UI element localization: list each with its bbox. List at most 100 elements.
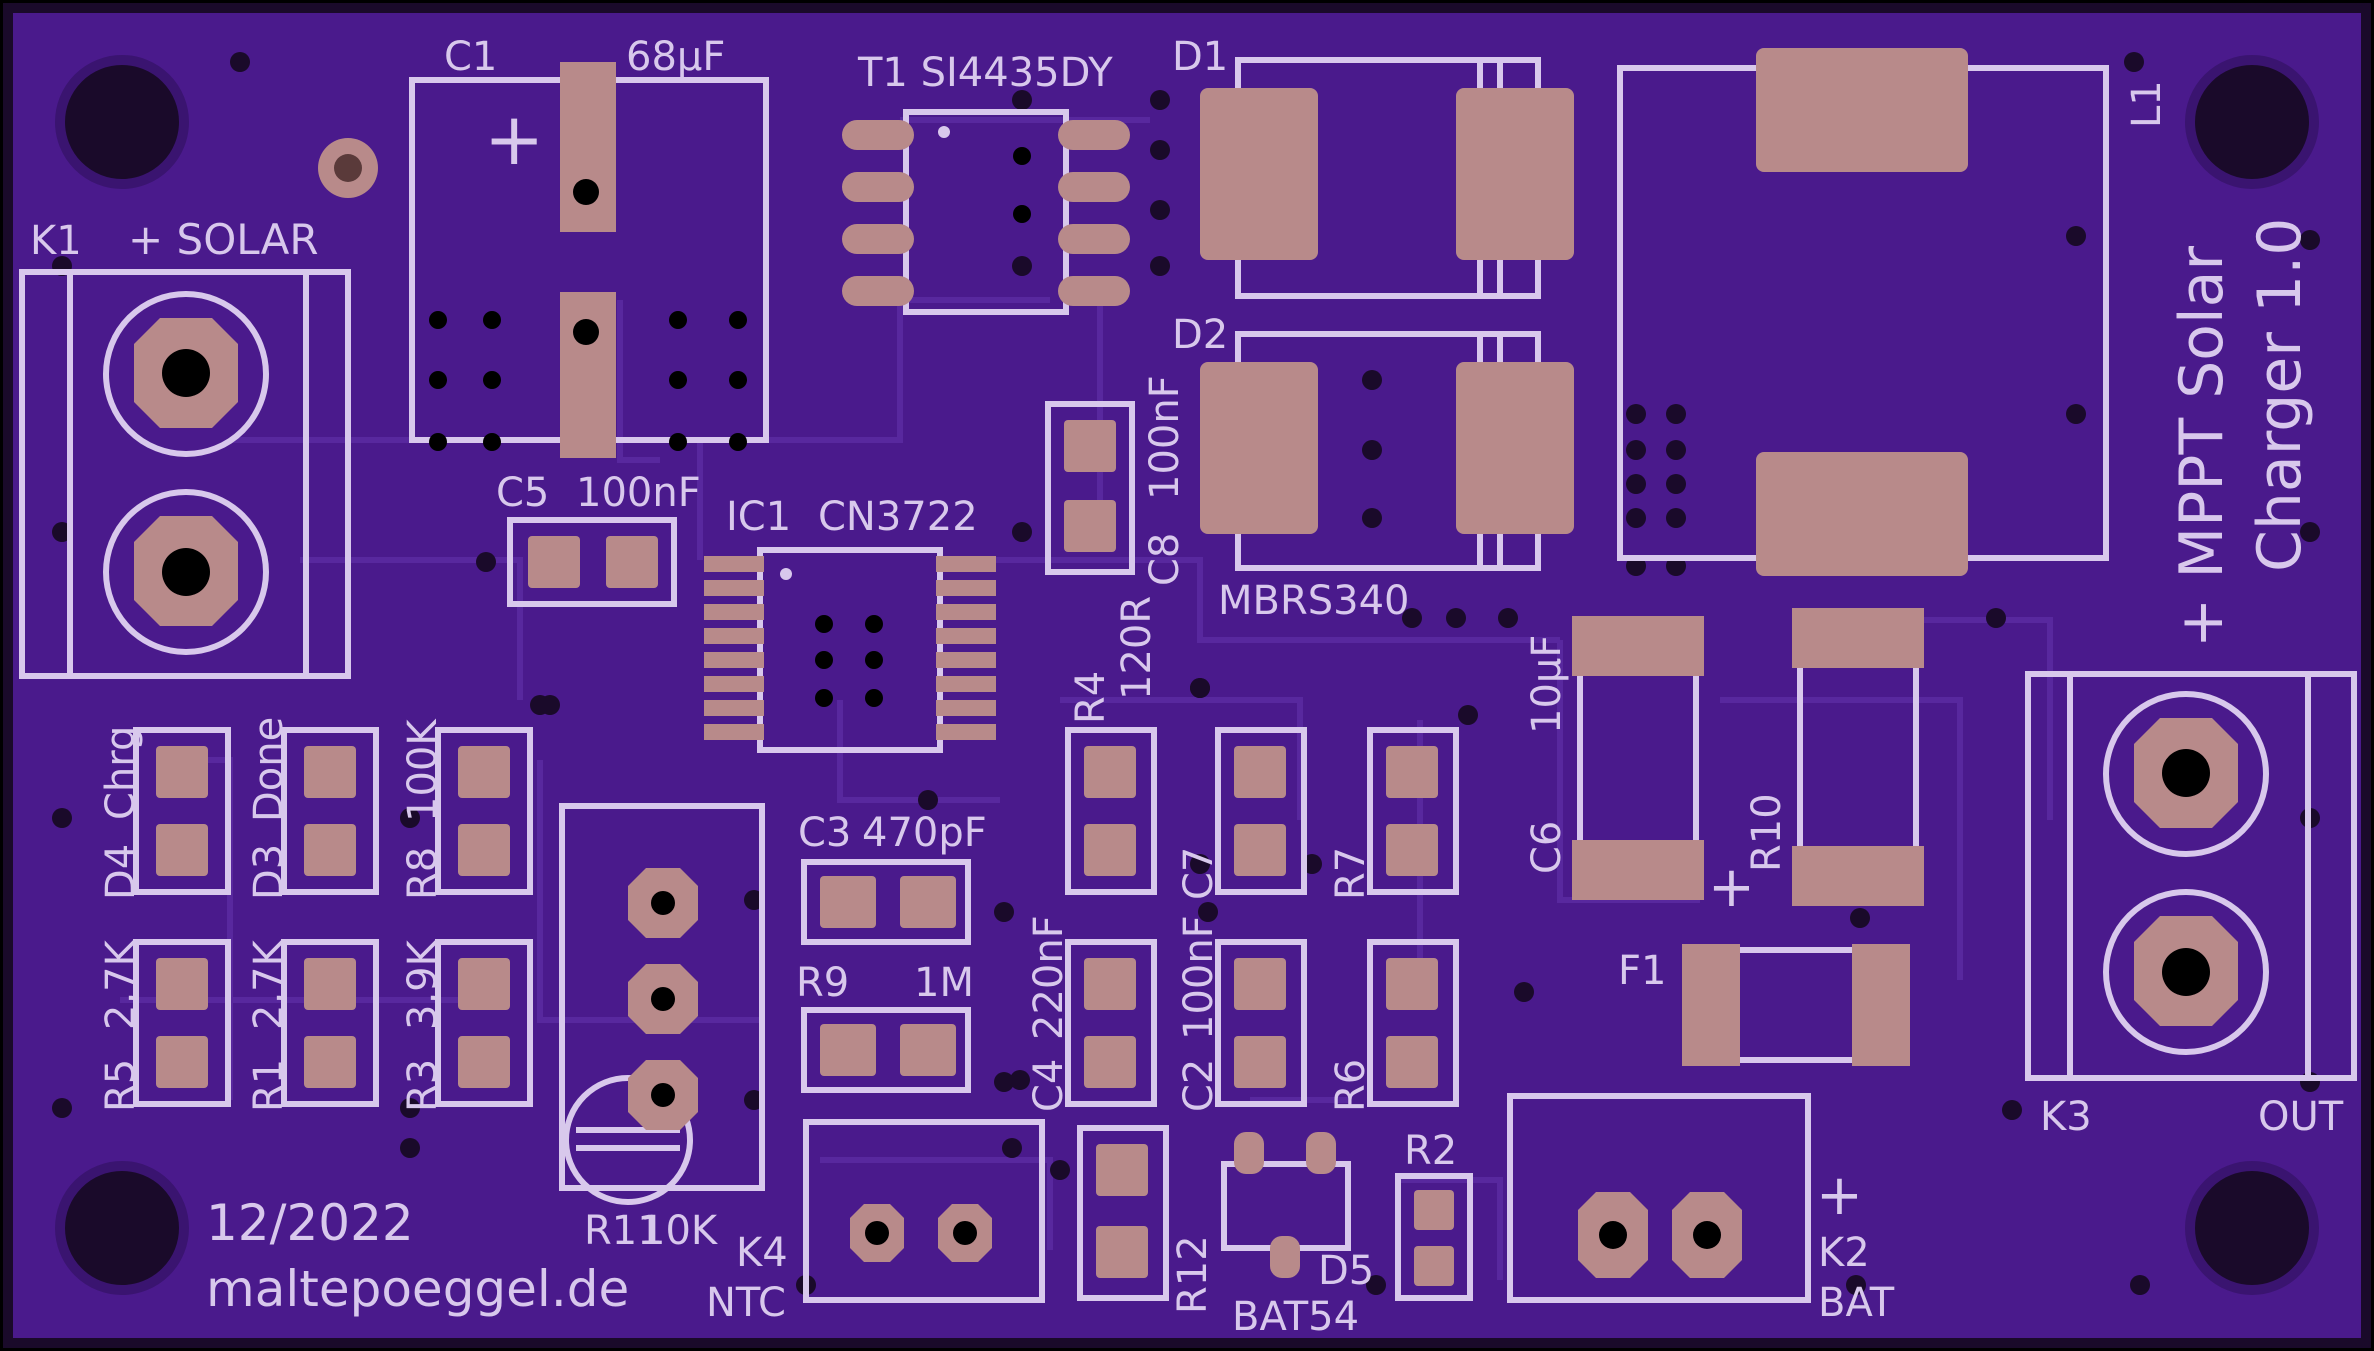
label-r9-value: 1M [914,960,974,1006]
mounting-hole [55,1161,189,1295]
label-bat: BAT [1818,1280,1895,1326]
c1-vias [429,311,747,451]
small-parts [133,727,1473,1301]
label-c6-value: 10µF [1524,635,1570,734]
label-bat54: BAT54 [1232,1294,1359,1340]
c4-capacitor [1065,939,1157,1107]
label-r4-value: 120R [1114,596,1160,700]
r4-resistor [1065,727,1157,895]
r1-resistor [281,939,379,1107]
label-c5: C5 [496,470,549,516]
label-ic1: IC1 [726,494,791,540]
k2-connector [1507,1093,1811,1303]
label-c8-value: 100nF [1142,375,1188,500]
label-k2: K2 [1818,1230,1870,1276]
label-d5: D5 [1318,1248,1374,1294]
label-plus-c6: + [1708,855,1755,920]
label-ic1-value: CN3722 [818,494,978,540]
mounting-hole [2185,55,2319,189]
label-r3-value: 3,9K [400,938,446,1030]
label-chrg: Chrg [98,726,144,820]
mounting-hole [55,55,189,189]
label-c6: C6 [1524,821,1570,874]
label-r12: R12 [1170,1235,1216,1314]
label-r6: R6 [1328,1059,1374,1112]
r10-resistor [1792,608,1924,906]
k1-terminal-block [19,269,351,679]
label-date: 12/2022 [206,1194,414,1252]
r9-resistor [801,1007,971,1093]
label-r10: R10 [1744,793,1790,872]
label-r5-value: 2,7K [98,938,144,1030]
c8-capacitor [1045,401,1135,575]
label-c2-value: 100nF [1176,915,1222,1040]
label-mbrs: MBRS340 [1218,578,1409,624]
r3-resistor [435,939,533,1107]
mounting-hole [2185,1161,2319,1295]
label-c3-value: 470pF [862,810,987,856]
board-substrate [3,3,2371,1348]
d3-led [281,727,379,895]
silkscreen-labels: C1 68µF T1 SI4435DY D1 D2 MBRS340 K1 + S… [30,34,2344,1340]
label-title-line2: Charger 1.0 [2245,218,2315,572]
test-point-hole [334,154,362,182]
label-r11: R11 [584,1208,663,1254]
label-ntc: NTC [706,1280,786,1326]
l1-inductor [1617,48,2109,576]
c3-capacitor [801,859,971,945]
label-d2: D2 [1172,312,1228,358]
label-r7: R7 [1328,847,1374,900]
label-r4: R4 [1068,671,1114,724]
label-c4-value: 220nF [1026,915,1072,1040]
t1-transistor [842,109,1130,315]
r12-resistor [1077,1125,1169,1301]
label-r9: R9 [796,960,849,1006]
label-c1: C1 [444,34,497,80]
label-r5: R5 [98,1059,144,1112]
label-solar: + SOLAR [128,215,319,264]
r5-resistor [133,939,231,1107]
label-f1: F1 [1618,948,1666,994]
label-k3: K3 [2040,1094,2092,1140]
label-c5-value: 100nF [576,470,701,516]
label-d1: D1 [1172,34,1228,80]
label-c2: C2 [1176,1059,1222,1112]
c2-capacitor [1215,939,1307,1107]
k4-connector [803,1119,1045,1303]
label-website: maltepoeggel.de [206,1260,629,1318]
c5-capacitor [507,517,677,607]
label-k4: K4 [736,1230,788,1276]
label-r1-value: 2,7K [246,938,292,1030]
svg-text:+: + [484,97,544,181]
label-r3: R3 [400,1059,446,1112]
c6-capacitor [1572,616,1704,900]
label-t1: T1 SI4435DY [857,50,1113,96]
c1-capacitor: + [409,62,769,458]
r8-resistor [435,727,533,895]
label-r2: R2 [1404,1128,1457,1174]
label-r11-value: 10K [640,1208,719,1254]
k3-terminal-block [2025,671,2357,1081]
mounting-holes [55,55,2319,1295]
label-r1: R1 [246,1059,292,1112]
label-l1: L1 [2124,80,2170,128]
r6-resistor [1367,939,1459,1107]
label-k1: K1 [30,218,82,264]
label-d4: D4 [98,844,144,900]
label-title-line1: + MPPT Solar [2167,246,2237,648]
label-c8: C8 [1142,533,1188,586]
d2-diode [1200,331,1574,571]
label-done: Done [246,717,292,822]
label-r8-value: 100K [400,718,446,822]
r2-resistor [1395,1173,1473,1301]
label-c4: C4 [1026,1059,1072,1112]
label-c1-value: 68µF [626,34,725,80]
d5-diode [1221,1132,1351,1278]
c7-capacitor [1215,727,1307,895]
ic1-chip [704,547,996,753]
f1-fuse [1682,944,1910,1066]
d1-diode [1200,57,1574,299]
label-c7: C7 [1176,847,1222,900]
r7-resistor [1367,727,1459,895]
label-out: OUT [2258,1094,2344,1140]
